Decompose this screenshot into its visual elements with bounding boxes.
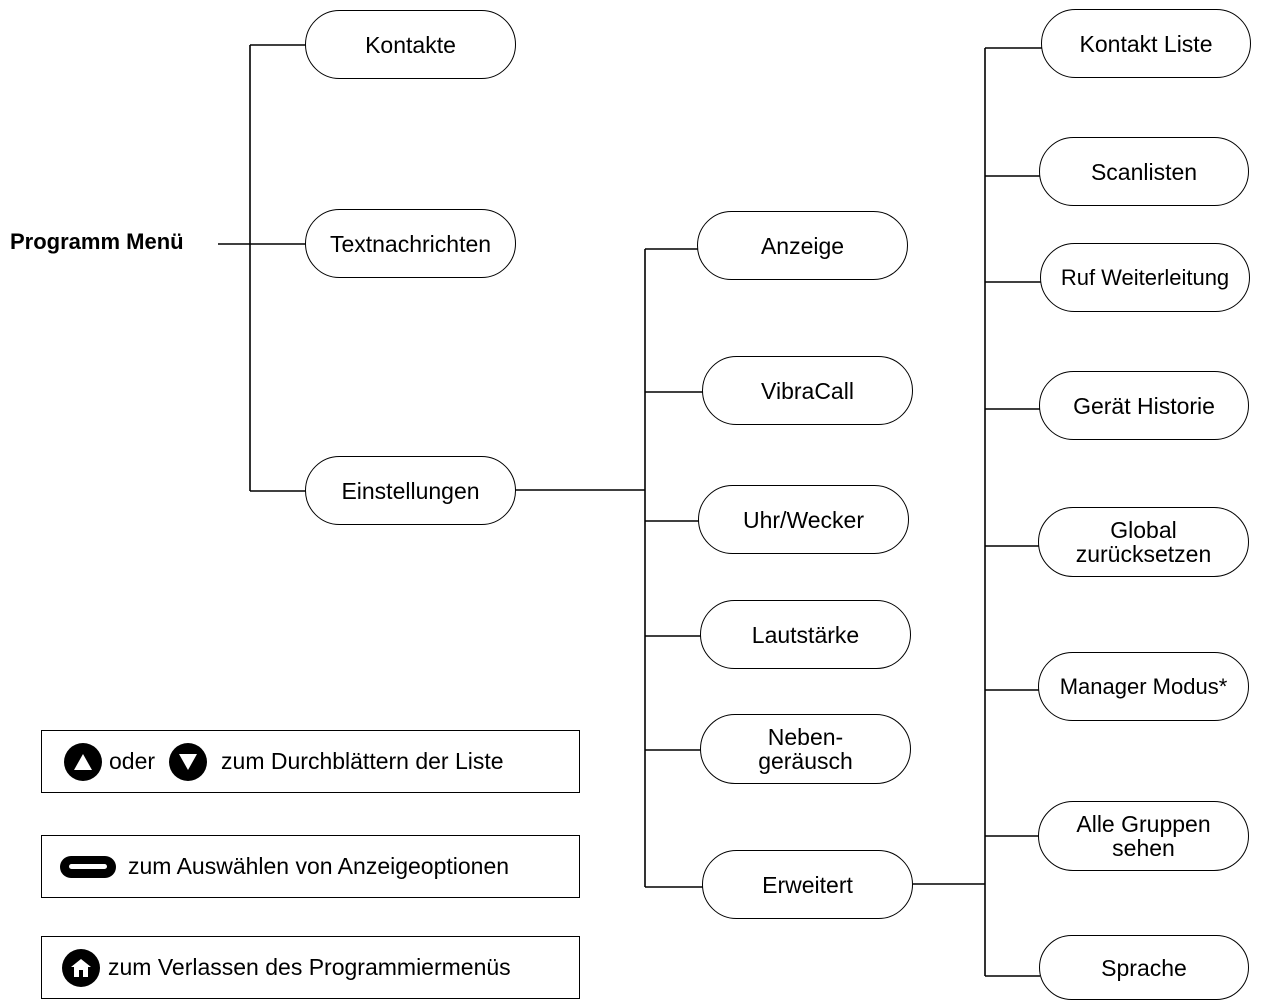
node-einstellungen[interactable]: Einstellungen — [305, 456, 516, 525]
legend-select-text: zum Auswählen von Anzeigeoptionen — [128, 853, 510, 879]
node-manager-modus[interactable]: Manager Modus* — [1038, 652, 1249, 721]
legend-exit: zum Verlassen des Programmiermenüs — [41, 936, 580, 999]
node-alle-gruppen-sehen[interactable]: Alle Gruppen sehen — [1038, 801, 1249, 871]
node-ruf-weiterleitung[interactable]: Ruf Weiterleitung — [1040, 243, 1250, 312]
menu-select-key-icon — [60, 855, 116, 878]
node-nebengeraeusch-line1: Neben- — [767, 724, 844, 750]
node-alle-gruppen-sehen-line2: sehen — [1112, 835, 1175, 861]
up-arrow-button-icon — [64, 742, 102, 781]
node-anzeige[interactable]: Anzeige — [697, 211, 908, 280]
node-global-zuruecksetzen-line2: zurücksetzen — [1075, 541, 1212, 567]
node-sprache[interactable]: Sprache — [1039, 935, 1249, 1000]
node-nebengeraeusch[interactable]: Neben- geräusch — [700, 714, 911, 784]
home-button-icon — [62, 948, 100, 987]
node-alle-gruppen-sehen-line1: Alle Gruppen — [1076, 811, 1211, 837]
node-textnachrichten[interactable]: Textnachrichten — [305, 209, 516, 278]
node-lautstaerke[interactable]: Lautstärke — [700, 600, 911, 669]
legend-scroll-or: oder — [109, 748, 156, 774]
node-nebengeraeusch-line2: geräusch — [758, 748, 853, 774]
down-arrow-button-icon — [169, 742, 208, 781]
node-kontakt-liste[interactable]: Kontakt Liste — [1041, 9, 1251, 78]
node-global-zuruecksetzen[interactable]: Global zurücksetzen — [1038, 507, 1249, 577]
legend-exit-text: zum Verlassen des Programmiermenüs — [108, 954, 511, 980]
legend-select: zum Auswählen von Anzeigeoptionen — [41, 835, 580, 898]
legend-scroll-text: zum Durchblättern der Liste — [221, 748, 504, 774]
node-geraet-historie[interactable]: Gerät Historie — [1039, 371, 1249, 440]
root-label: Programm Menü — [10, 229, 184, 254]
legend-scroll: oder zum Durchblättern der Liste — [41, 730, 580, 793]
node-uhr-wecker[interactable]: Uhr/Wecker — [698, 485, 909, 554]
node-kontakte[interactable]: Kontakte — [305, 10, 516, 79]
node-erweitert[interactable]: Erweitert — [702, 850, 913, 919]
node-vibracall[interactable]: VibraCall — [702, 356, 913, 425]
node-global-zuruecksetzen-line1: Global — [1110, 517, 1177, 543]
node-scanlisten[interactable]: Scanlisten — [1039, 137, 1249, 206]
